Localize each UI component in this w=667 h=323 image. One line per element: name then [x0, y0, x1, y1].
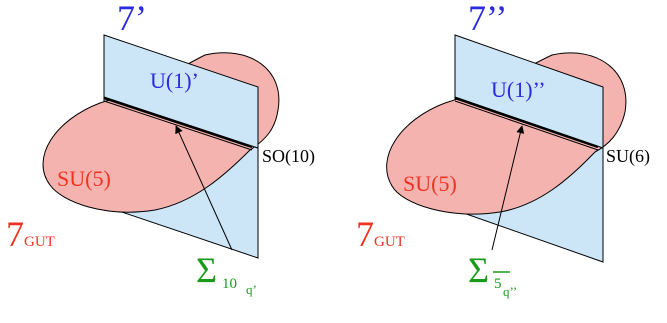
- left-top-label: 7’: [117, 0, 147, 38]
- left-sigma: Σ: [196, 250, 217, 290]
- right-sigma-sub: 5: [494, 276, 502, 292]
- left-gut-sub: GUT: [24, 234, 55, 250]
- right-intersection-line: [454, 96, 599, 149]
- right-plane-label: U(1)’’: [491, 77, 546, 102]
- right-sigma: Σ: [468, 250, 489, 290]
- left-blue-plane-upper: [103, 34, 259, 149]
- right-figure: 7’’ U(1)’’ SU(5) SU(6) 7 GUT Σ 5 q’’: [356, 0, 650, 299]
- left-sigma-subsub: q’: [246, 282, 257, 297]
- left-plane-label: U(1)’: [150, 68, 199, 93]
- left-figure: 7’ U(1)’ SU(5) SO(10) 7 GUT Σ 10 q’: [6, 0, 315, 297]
- right-intersection-label: SU(6): [606, 146, 650, 167]
- left-surface-label: SU(5): [57, 166, 111, 191]
- right-surface-label: SU(5): [403, 171, 457, 196]
- left-arrow: [175, 125, 233, 251]
- right-gut-sub: GUT: [374, 234, 405, 250]
- left-intersection-label: SO(10): [262, 146, 315, 167]
- right-arrow: [491, 125, 525, 251]
- right-sigma-subsub: q’’: [503, 284, 517, 299]
- left-sigma-sub: 10: [222, 276, 237, 292]
- right-top-label: 7’’: [468, 0, 507, 38]
- left-intersection-line: [103, 96, 253, 149]
- left-gut-7: 7: [6, 214, 24, 254]
- right-blue-plane-upper: [454, 34, 604, 149]
- right-gut-7: 7: [356, 214, 374, 254]
